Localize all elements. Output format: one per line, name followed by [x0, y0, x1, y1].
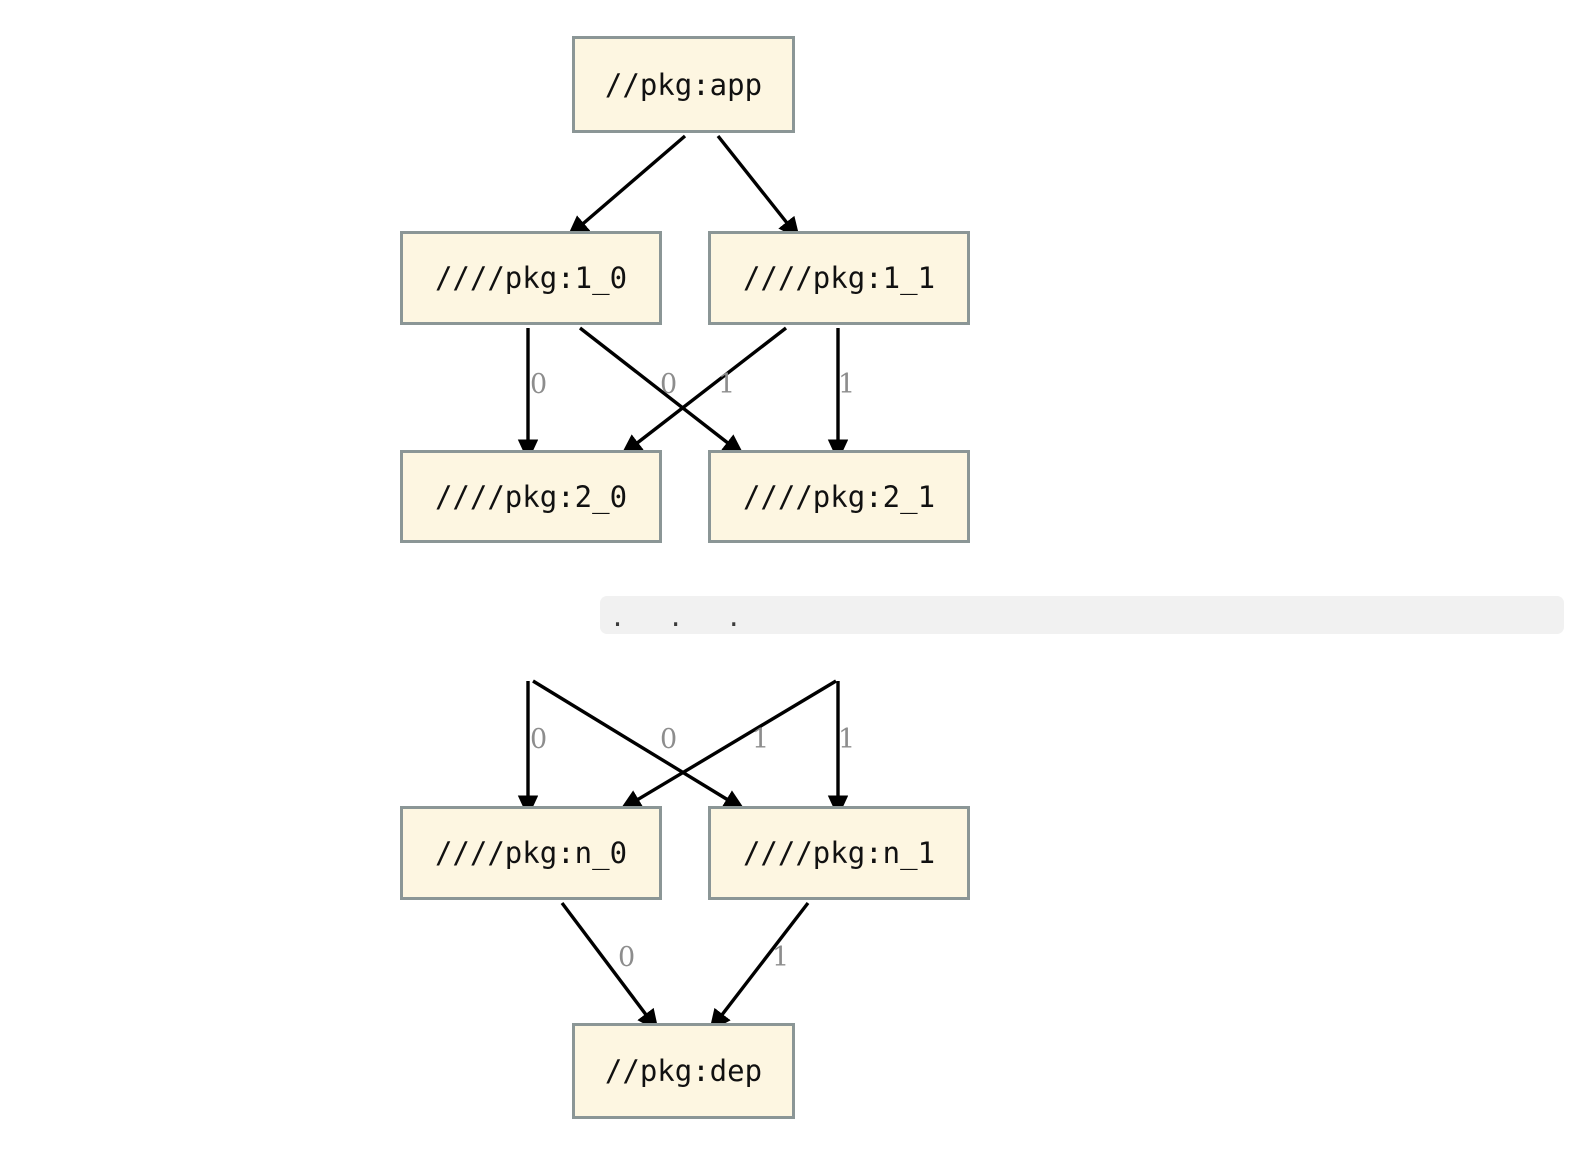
node-label: //pkg:app — [604, 67, 763, 102]
node-label: ////pkg:2_0 — [434, 479, 628, 514]
edge-open-to-ln_0 — [619, 679, 837, 811]
node-label: ////pkg:1_1 — [742, 261, 936, 295]
edge-label: 1 — [772, 942, 790, 973]
edge-label: 1 — [752, 724, 770, 755]
edge-open-to-ln_1 — [532, 679, 746, 811]
edge-lines — [517, 134, 849, 1032]
node-ln_1[interactable]: ////pkg:n_1 — [708, 806, 970, 900]
edge-label: 0 — [530, 724, 548, 755]
node-label: //pkg:dep — [604, 1054, 763, 1088]
node-label: ////pkg:2_1 — [742, 479, 936, 514]
edge-label: 0 — [618, 942, 636, 973]
edge-label: 0 — [660, 369, 678, 400]
node-ln_0[interactable]: ////pkg:n_0 — [400, 806, 662, 900]
edge-label: 1 — [718, 369, 736, 400]
node-app[interactable]: //pkg:app — [572, 36, 795, 133]
edge-label: 1 — [838, 724, 856, 755]
node-dep[interactable]: //pkg:dep — [572, 1023, 795, 1119]
edge-l1_1-to-l2_0 — [620, 326, 788, 456]
node-label: ////pkg:n_0 — [434, 836, 628, 870]
node-label: ////pkg:n_1 — [742, 836, 936, 870]
ellipsis-text: . . . — [610, 603, 756, 632]
edge-app-to-l1_1 — [716, 134, 801, 240]
node-label: ////pkg:1_0 — [434, 261, 628, 295]
edge-ln_1-to-dep — [709, 901, 810, 1032]
edge-l1_0-to-l2_1 — [578, 326, 745, 456]
edge-label: 0 — [530, 369, 548, 400]
ellipsis-separator-band: . . . — [600, 596, 1564, 634]
node-l2_1[interactable]: ////pkg:2_1 — [708, 450, 970, 543]
node-l1_1[interactable]: ////pkg:1_1 — [708, 231, 970, 325]
edge-label: 1 — [838, 369, 856, 400]
edge-app-to-l1_0 — [566, 134, 687, 238]
node-l1_0[interactable]: ////pkg:1_0 — [400, 231, 662, 325]
edge-ln_0-to-dep — [560, 901, 659, 1032]
edge-label: 0 — [660, 724, 678, 755]
node-l2_0[interactable]: ////pkg:2_0 — [400, 450, 662, 543]
